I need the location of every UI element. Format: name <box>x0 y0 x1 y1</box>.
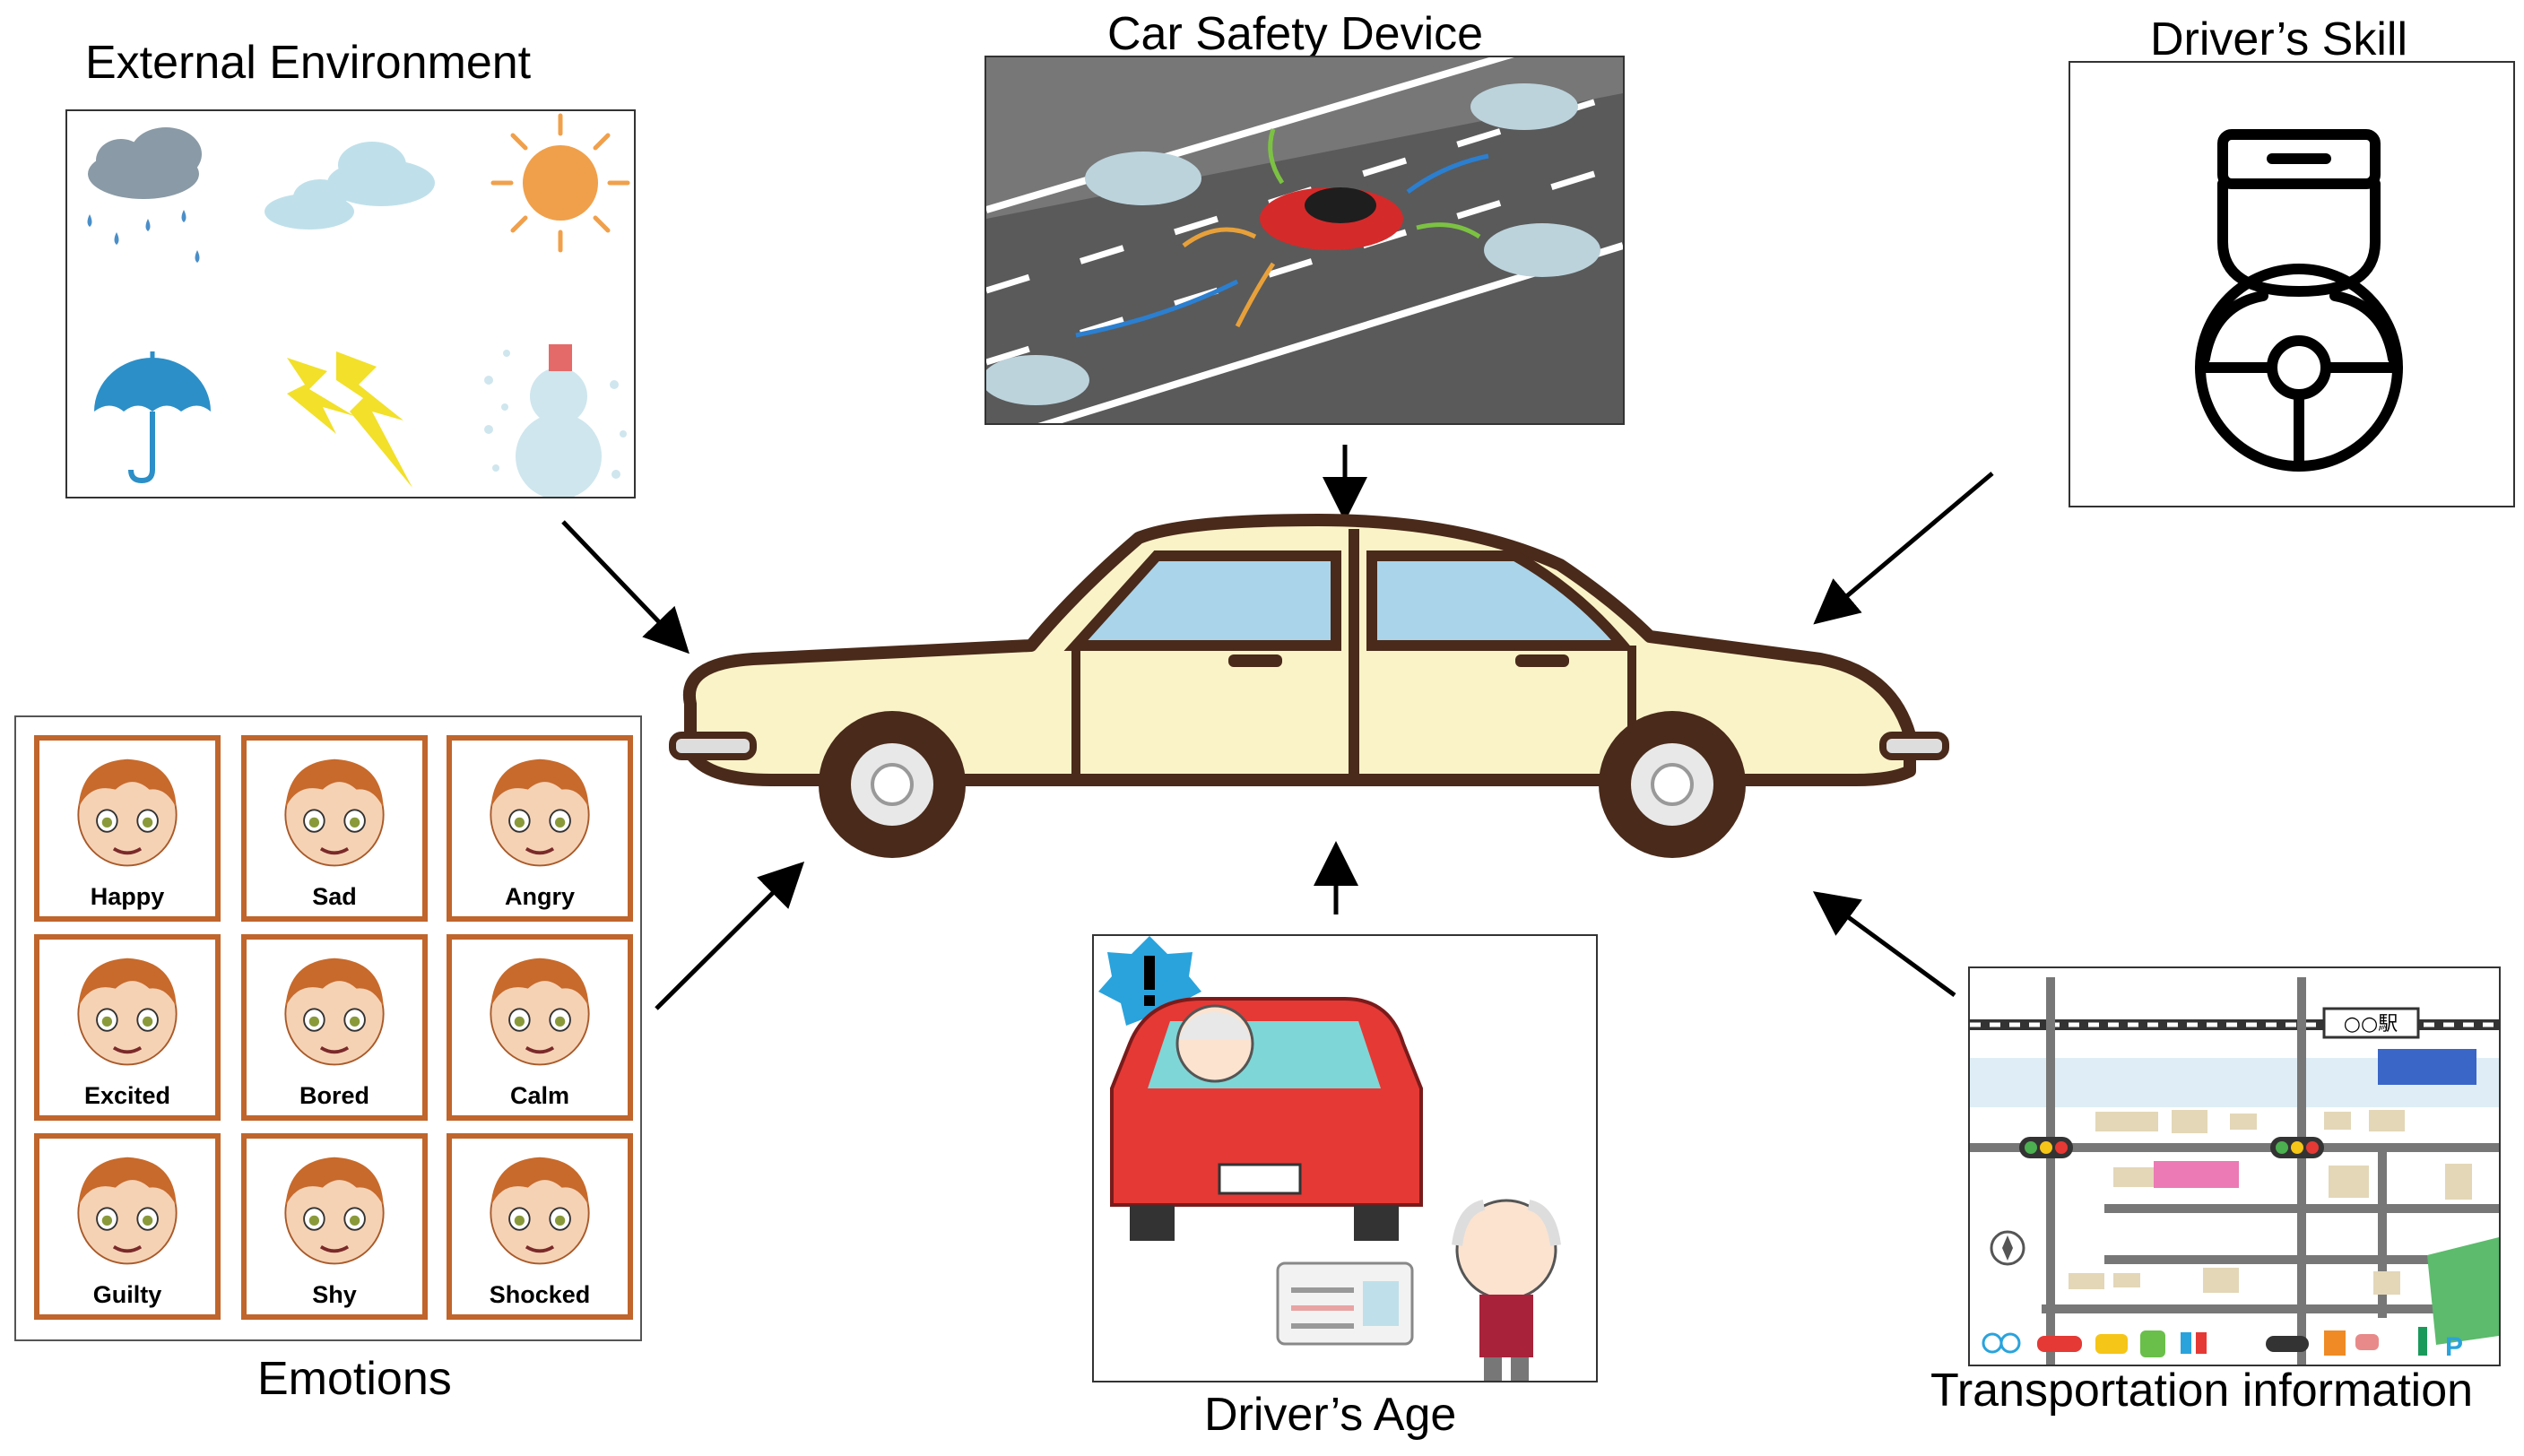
blocks <box>2069 1110 2472 1295</box>
boy-face-icon <box>490 758 590 867</box>
label-drivers-skill: Driver’s Skill <box>2150 13 2407 65</box>
building-icon <box>2378 1049 2476 1085</box>
road-sensors-illustration <box>986 57 1623 423</box>
emotion-card-shocked: Shocked <box>447 1133 633 1320</box>
weather-icons <box>87 113 630 497</box>
boy-face-icon <box>284 958 385 1066</box>
boy-face-icon <box>490 958 590 1066</box>
emotion-label: Shocked <box>489 1281 591 1308</box>
elderly-man-icon <box>1452 1199 1561 1381</box>
emotion-card-happy: Happy <box>34 735 221 922</box>
map-icons-row: P <box>1982 1327 2463 1362</box>
sensor-waves <box>1075 128 1489 338</box>
boy-face-icon <box>284 1157 385 1265</box>
elderly-driver-icon <box>1175 1004 1254 1083</box>
emotion-label: Guilty <box>92 1281 162 1308</box>
label-external-environment: External Environment <box>85 37 532 89</box>
sun-icon <box>490 113 630 253</box>
transportation-map: ○○駅 <box>1970 977 2499 1365</box>
elderly-driver-illustration <box>1098 936 1561 1381</box>
drivers-age-panel <box>1092 934 1598 1382</box>
snowman-icon <box>484 344 627 497</box>
park-area <box>2427 1237 2499 1345</box>
emotion-card-excited: Excited <box>34 934 221 1121</box>
traffic-light-icon <box>2019 1137 2324 1158</box>
arrow-skill <box>1813 472 1994 625</box>
lightning-icon <box>287 351 412 488</box>
wheel-icon <box>819 711 1746 858</box>
boy-face-icon <box>77 958 178 1066</box>
boy-face-icon <box>490 1157 590 1265</box>
umbrella-icon <box>94 351 211 484</box>
arrow-transportation <box>1812 891 1956 998</box>
emotion-card-angry: Angry <box>447 735 633 922</box>
label-transportation-information: Transportation information <box>1930 1365 2474 1417</box>
central-car-illustration <box>669 514 1949 858</box>
rain-cloud-icon <box>87 127 202 263</box>
emotion-label: Calm <box>509 1082 570 1109</box>
station-sign-label: ○○駅 <box>2344 1013 2398 1036</box>
label-drivers-age: Driver’s Age <box>1204 1389 1457 1441</box>
boy-face-icon <box>77 758 178 867</box>
arrow-environment <box>561 520 690 654</box>
emotion-card-sad: Sad <box>241 735 428 922</box>
cloudy-icon <box>265 142 435 230</box>
external-environment-panel <box>65 109 636 498</box>
roads <box>1970 977 2499 1365</box>
emotion-card-calm: Calm <box>447 934 633 1121</box>
drivers-skill-panel <box>2069 61 2515 507</box>
station-sign <box>2322 1007 2420 1039</box>
svg-text:P: P <box>2445 1332 2463 1362</box>
label-emotions: Emotions <box>257 1353 452 1405</box>
arrow-emotions <box>655 861 805 1010</box>
emotion-label: Excited <box>83 1082 171 1109</box>
emotion-label: Bored <box>299 1082 369 1109</box>
emotion-card-shy: Shy <box>241 1133 428 1320</box>
other-car-icon <box>986 83 1600 405</box>
emotion-card-bored: Bored <box>241 934 428 1121</box>
emotion-label: Sad <box>312 883 357 910</box>
driver-icon <box>2195 129 2403 472</box>
label-car-safety-device: Car Safety Device <box>1107 8 1484 60</box>
compass-icon <box>1990 1230 2025 1266</box>
emotion-label: Shy <box>312 1281 357 1308</box>
red-car-icon <box>1260 187 1403 250</box>
car-icon <box>669 514 1949 858</box>
emotion-card-guilty: Guilty <box>34 1133 221 1320</box>
boy-face-icon <box>77 1157 178 1265</box>
signboard-icon <box>2154 1161 2239 1188</box>
drivers-license-icon <box>1276 1261 1414 1346</box>
car-safety-device-panel <box>984 56 1625 425</box>
emotion-label: Angry <box>504 883 575 910</box>
boy-face-icon <box>284 758 385 867</box>
emotion-label: Happy <box>90 883 165 910</box>
red-car-icon <box>1110 997 1423 1241</box>
transportation-panel: ○○駅 <box>1968 966 2501 1366</box>
